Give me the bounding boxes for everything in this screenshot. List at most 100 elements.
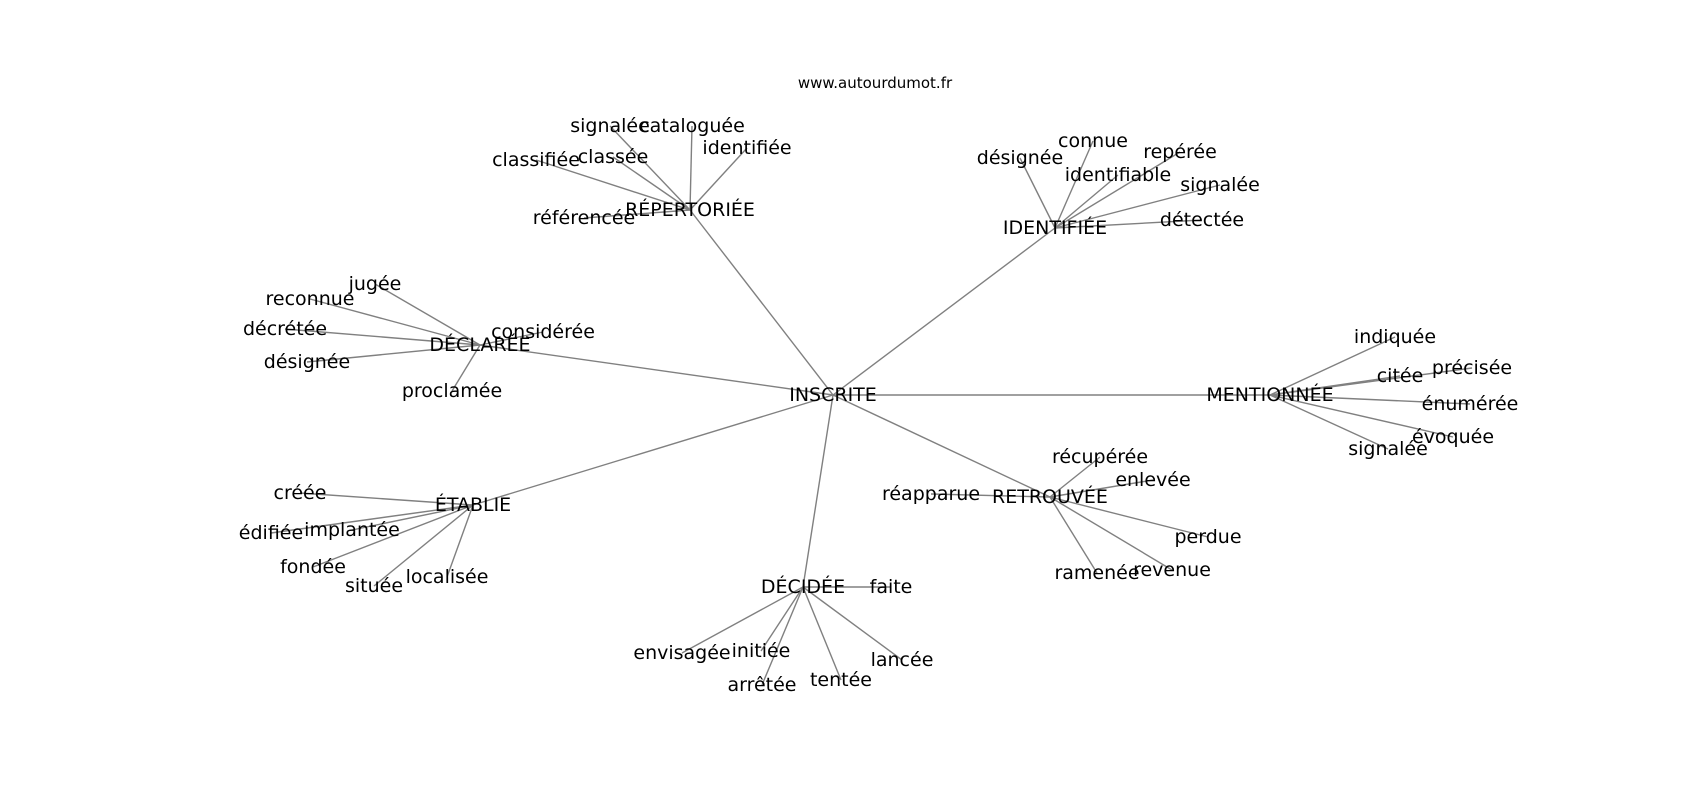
leaf-node-repertoriee-5: référencée [533,207,635,229]
edge-center-etablie [472,394,834,506]
edge-retrouvee-4 [1049,496,1098,574]
edge-mentionnee-5 [1269,394,1389,450]
edge-decidee-4 [802,586,842,681]
leaf-node-mentionnee-5: signalée [1348,438,1428,460]
edge-etablie-3 [312,504,474,568]
edge-identifiee-2 [1054,151,1181,229]
hub-node-mentionnee: MENTIONNÉE [1206,383,1333,406]
leaf-node-declaree-1: reconnue [266,288,355,310]
leaf-node-repertoriee-1: cataloguée [639,115,745,137]
edge-mentionnee-3 [1269,394,1471,405]
edge-retrouvee-0 [1049,456,1101,498]
edge-repertoriee-0 [609,125,691,211]
hub-node-retrouvee: RETROUVÉE [992,485,1108,508]
leaf-node-declaree-3: désignée [264,351,350,373]
hub-node-decidee: DÉCIDÉE [761,575,845,598]
leaf-node-decidee-1: envisagée [633,642,730,664]
leaf-node-decidee-3: arrêtée [727,674,796,696]
edge-identifiee-1 [1019,157,1056,229]
leaf-node-decidee-0: faite [870,576,913,598]
edge-declaree-5 [451,344,481,392]
labels-layer: www.autourdumot.fr INSCRITE RÉPERTORIÉE si… [239,74,1519,696]
leaf-node-decidee-2: initiée [732,640,791,662]
leaf-node-retrouvee-4: ramenée [1054,562,1139,584]
hub-node-identifiee: IDENTIFIÉE [1003,216,1107,239]
leaf-node-repertoriee-0: signalée [570,115,650,137]
leaf-node-mentionnee-4: évoquée [1412,426,1494,448]
edge-repertoriee-5 [583,209,691,219]
edge-etablie-4 [373,504,474,587]
edge-declaree-2 [284,328,481,346]
leaf-node-etablie-4: située [345,575,403,597]
edge-identifiee-3 [1054,174,1119,229]
edge-decidee-3 [761,586,804,686]
leaf-node-identifiee-3: identifiable [1065,164,1171,186]
leaf-node-mentionnee-3: énumérée [1422,393,1519,415]
leaf-node-identifiee-4: signalée [1180,174,1260,196]
edge-repertoriee-2 [689,147,748,211]
hub-node-declaree: DÉCLARÉE [429,333,530,356]
hub-node-repertoriee: RÉPERTORIÉE [625,198,755,221]
leaf-node-etablie-1: édifiée [239,522,303,544]
leaf-node-retrouvee-1: enlevée [1115,469,1190,491]
edge-mentionnee-2 [1269,375,1401,396]
leaf-node-identifiee-5: détectée [1160,209,1244,231]
edge-repertoriee-3 [535,159,691,211]
source-label: www.autourdumot.fr [798,74,953,92]
leaf-node-declaree-0: jugée [348,273,402,295]
leaf-node-etablie-5: localisée [406,566,489,588]
leaf-node-repertoriee-4: classée [578,146,649,168]
edge-identifiee-0 [1054,140,1094,229]
center-node-label: INSCRITE [789,384,877,406]
edge-center-declaree [479,344,834,396]
leaf-node-identifiee-1: désignée [977,147,1063,169]
edge-retrouvee-2 [930,493,1051,498]
leaf-node-identifiee-0: connue [1058,130,1128,152]
edge-etablie-5 [446,504,474,578]
edge-declaree-0 [374,283,481,346]
leaf-node-mentionnee-2: citée [1377,365,1424,387]
leaf-node-retrouvee-3: perdue [1174,526,1241,548]
leaf-node-declaree-5: proclamée [402,380,502,402]
edge-retrouvee-5 [1049,496,1173,571]
leaf-node-retrouvee-5: revenue [1133,559,1211,581]
leaf-node-etablie-3: fondée [280,556,346,578]
edge-retrouvee-3 [1049,496,1209,538]
edge-decidee-1 [681,586,804,654]
edge-decidee-2 [760,586,804,652]
edge-etablie-1 [270,504,474,534]
leaf-node-retrouvee-0: récupérée [1052,446,1148,468]
leaf-node-decidee-5: lancée [871,649,934,671]
edge-decidee-5 [802,586,903,661]
leaf-node-mentionnee-1: précisée [1432,357,1512,379]
edge-repertoriee-1 [689,125,693,211]
leaf-node-etablie-0: créée [274,482,327,504]
hub-node-etablie: ÉTABLIE [435,493,511,516]
leaf-node-declaree-2: décrétée [243,318,327,340]
leaf-node-identifiee-2: repérée [1143,141,1217,163]
edge-etablie-0 [299,492,474,506]
edge-declaree-1 [309,298,481,346]
edge-retrouvee-1 [1049,479,1154,498]
leaf-node-repertoriee-3: classifiée [492,149,580,171]
edge-identifiee-4 [1054,184,1221,229]
leaf-node-repertoriee-2: identifiée [702,137,791,159]
leaf-node-etablie-2: implantée [304,519,400,541]
edge-mentionnee-0 [1269,336,1396,396]
edge-declaree-3 [306,344,481,363]
leaf-node-decidee-4: tentée [810,669,872,691]
leaf-node-mentionnee-0: indiquée [1354,326,1436,348]
edge-repertoriee-4 [612,156,691,211]
leaf-node-retrouvee-2: réapparue [882,483,980,505]
edges-layer [270,125,1473,686]
edge-center-retrouvee [832,394,1051,498]
edge-etablie-2 [351,504,474,531]
leaf-node-declaree-4: considérée [491,321,595,343]
edge-center-identifiee [832,227,1056,396]
edge-center-decidee [802,394,834,588]
edge-declaree-4 [479,331,544,346]
edge-mentionnee-4 [1269,394,1454,438]
edge-identifiee-5 [1054,219,1203,229]
edge-center-repertoriee [689,209,834,396]
